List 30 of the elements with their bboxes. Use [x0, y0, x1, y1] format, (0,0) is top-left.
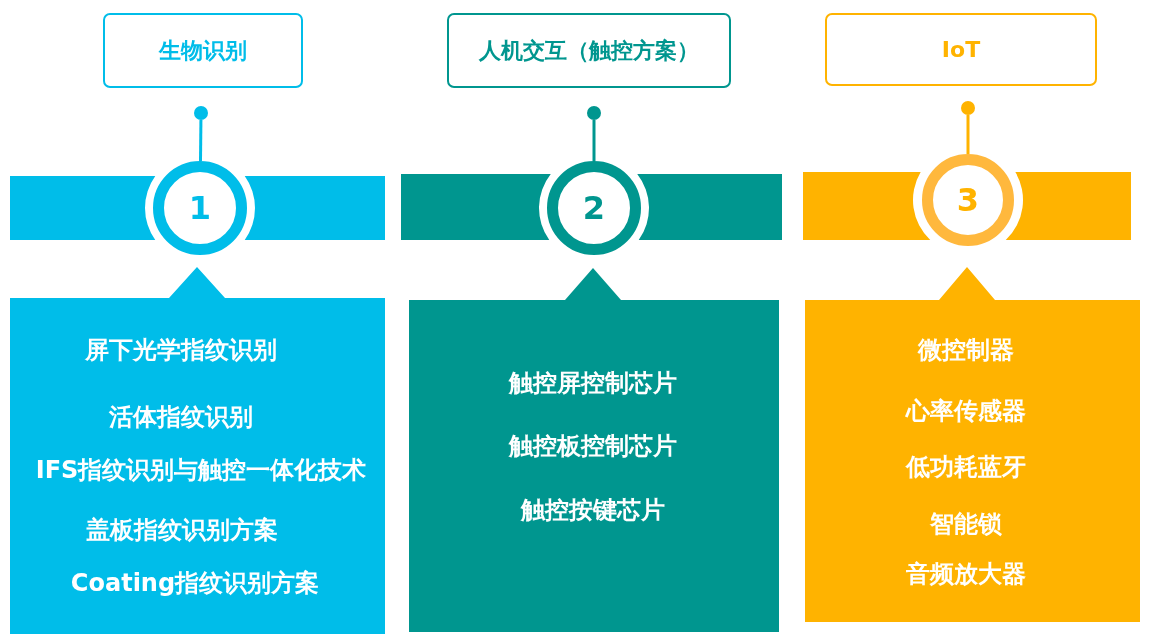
category-box: 生物识别 [103, 13, 303, 88]
item-text: IFS指纹识别与触控一体化技术 [35, 455, 367, 485]
callout-panel [10, 267, 385, 634]
category-box: 人机交互（触控方案） [447, 13, 731, 88]
connector-line [592, 120, 596, 161]
ribbon-band [803, 172, 1131, 240]
number-circle: 1 [153, 161, 247, 255]
item-text: 盖板指纹识别方案 [86, 515, 278, 545]
item-text: 触控屏控制芯片 [509, 368, 677, 398]
item-text: 触控板控制芯片 [509, 431, 677, 461]
item-text: 心率传感器 [906, 396, 1026, 426]
pin-dot [587, 106, 601, 120]
item-text: Coating指纹识别方案 [70, 568, 320, 598]
item-text: 活体指纹识别 [109, 402, 253, 432]
item-text: 微控制器 [918, 335, 1014, 365]
pin-dot [194, 106, 208, 120]
number-circle: 3 [922, 154, 1014, 246]
item-text: 智能锁 [930, 509, 1002, 539]
ribbon-band [401, 174, 782, 240]
item-text: 低功耗蓝牙 [906, 452, 1026, 482]
connector-line [199, 120, 203, 162]
callout-panel [805, 267, 1140, 622]
number-circle: 2 [547, 161, 641, 255]
callout-panel [409, 268, 779, 632]
category-box: IoT [825, 13, 1097, 86]
item-text: 触控按键芯片 [521, 495, 665, 525]
connector-line [966, 115, 970, 154]
item-text: 屏下光学指纹识别 [85, 335, 277, 365]
pin-dot [961, 101, 975, 115]
item-text: 音频放大器 [906, 559, 1026, 589]
